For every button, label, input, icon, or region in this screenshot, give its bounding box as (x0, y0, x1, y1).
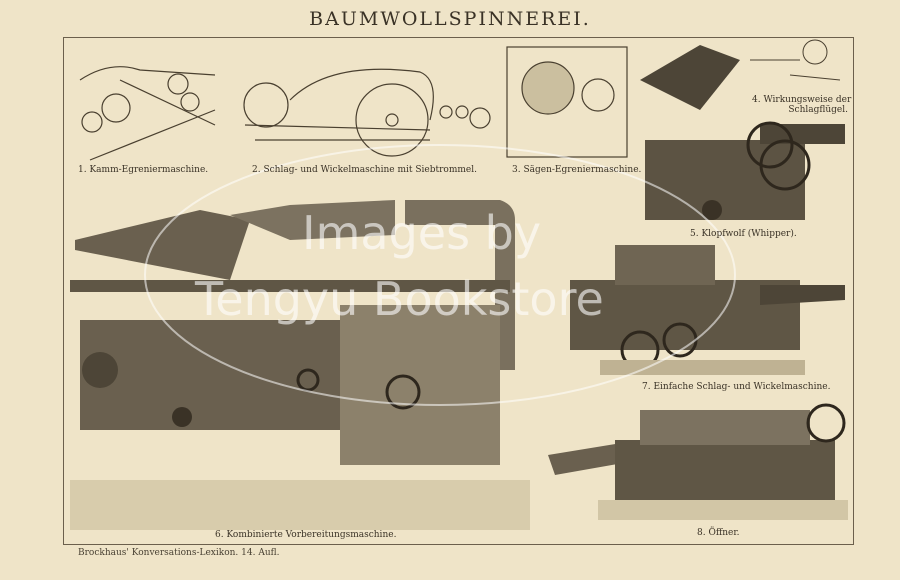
fig6-combined-machine (70, 200, 530, 530)
plate-frame (63, 37, 854, 545)
fig2-scutcher (243, 68, 491, 157)
fig3-saw-gin (506, 46, 628, 158)
caption-fig4-line2: Schlagflügel. (788, 105, 848, 115)
caption-fig4-line1: 4. Wirkungsweise der (752, 95, 852, 105)
caption-fig7: 7. Einfache Schlag- und Wickelmaschine. (642, 382, 831, 392)
caption-fig3: 3. Sägen-Egreniermaschine. (512, 165, 642, 175)
caption-fig4: 4. Wirkungsweise der Schlagflügel. (752, 95, 852, 115)
plate-title: BAUMWOLLSPINNEREI. (309, 8, 591, 30)
watermark-line2: Tengyu Bookstore (195, 272, 604, 326)
source-footer: Brockhaus' Konversations-Lexikon. 14. Au… (78, 548, 280, 558)
caption-fig2: 2. Schlag- und Wickelmaschine mit Siebtr… (252, 165, 477, 175)
fig4-beater-detail (750, 39, 841, 81)
fig7-lapper (570, 245, 845, 375)
fig8-opener (548, 403, 848, 520)
caption-fig8: 8. Öffner. (697, 528, 740, 538)
fig1-comb-gin (79, 66, 216, 161)
caption-fig1: 1. Kamm-Egreniermaschine. (78, 165, 209, 175)
caption-fig5: 5. Klopfwolf (Whipper). (690, 229, 797, 239)
watermark-ellipse (144, 144, 736, 406)
fig5-whipper (640, 45, 845, 220)
caption-fig6: 6. Kombinierte Vorbereitungsmaschine. (215, 530, 397, 540)
watermark-line1: Images by (302, 206, 542, 260)
